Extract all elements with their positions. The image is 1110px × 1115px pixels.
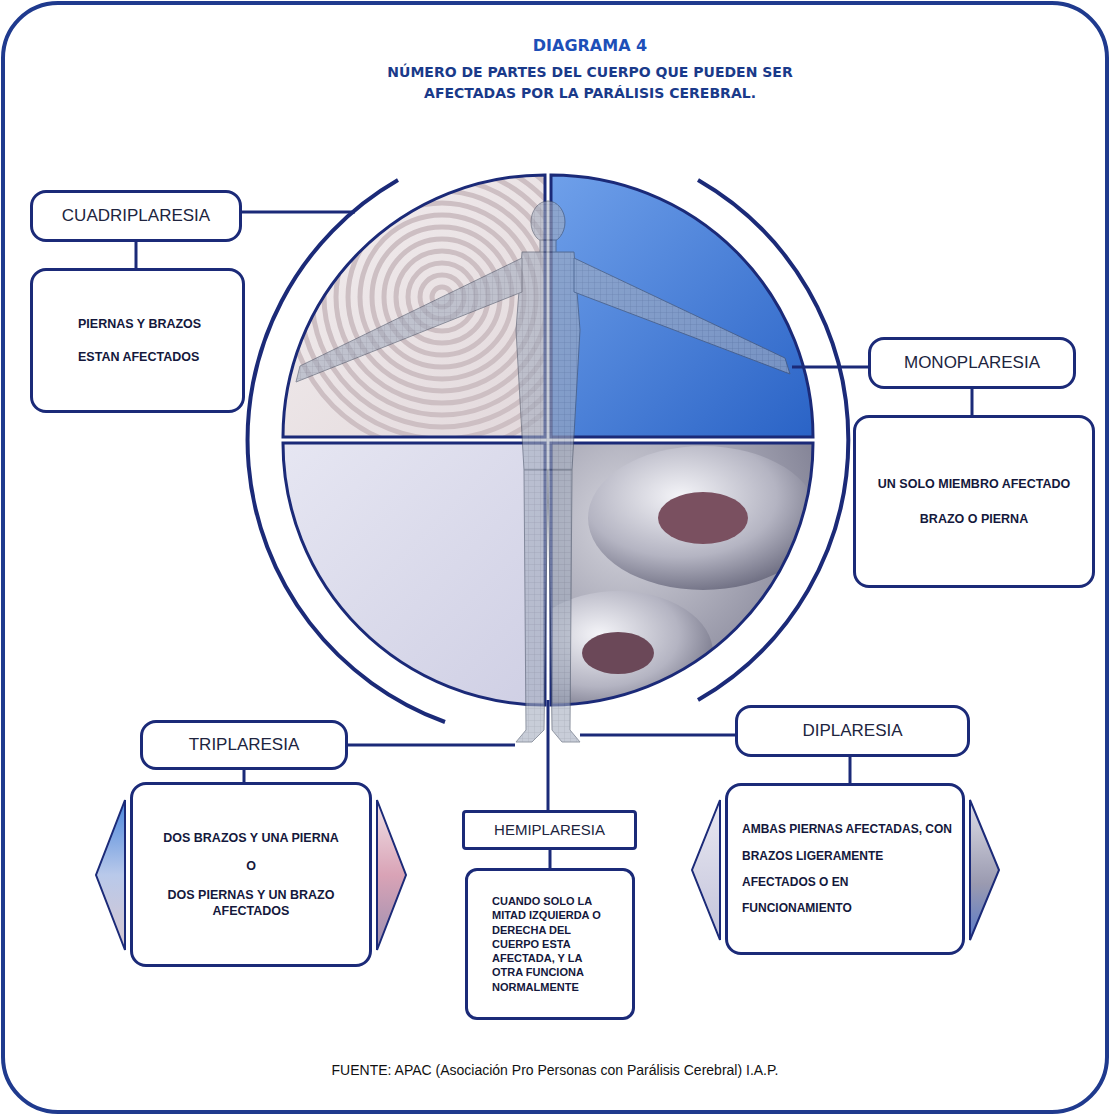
category-box: HEMIPLARESIA	[462, 810, 637, 850]
connector-line	[135, 242, 138, 268]
leader-line	[547, 700, 550, 810]
leader-line	[792, 366, 868, 369]
description-text: AMBAS PIERNAS AFECTADAS, CON BRAZOS LIGE…	[742, 816, 952, 922]
torus-hole	[582, 632, 654, 674]
outer-arc	[248, 180, 445, 722]
triangle-decoration	[96, 800, 125, 950]
diagram-title: DIAGRAMA 4	[390, 36, 790, 55]
diagram-subtitle: NÚMERO DE PARTES DEL CUERPO QUE PUEDEN S…	[368, 62, 812, 104]
description-box: DOS BRAZOS Y UNA PIERNA O DOS PIERNAS Y UN…	[130, 782, 372, 967]
figure-torso	[516, 252, 580, 470]
category-box: CUADRIPLARESIA	[30, 190, 242, 242]
description-box: CUANDO SOLO LA MITAD IZQUIERDA O DERECHA…	[465, 868, 635, 1020]
torus-hole	[658, 492, 748, 544]
torus-shapes	[523, 446, 868, 733]
leader-line	[348, 744, 515, 747]
torus	[588, 446, 818, 590]
category-box: TRIPLARESIA	[140, 720, 348, 770]
description-box: AMBAS PIERNAS AFECTADAS, CON BRAZOS LIGE…	[725, 783, 965, 955]
leader-line	[242, 211, 355, 214]
figure-arm	[574, 258, 790, 374]
category-box: DIPLARESIA	[735, 705, 970, 757]
description-text: CUANDO SOLO LA MITAD IZQUIERDA O DERECHA…	[492, 894, 614, 994]
description-box: UN SOLO MIEMBRO AFECTADO BRAZO O PIERNA	[853, 415, 1095, 588]
figure-leg	[516, 470, 548, 742]
quadrant-outline	[551, 443, 813, 705]
quadrant-top-right	[551, 175, 813, 437]
description-text: UN SOLO MIEMBRO AFECTADO	[866, 476, 1082, 492]
quadrant-fill	[283, 443, 545, 705]
category-label: DIPLARESIA	[748, 720, 957, 742]
category-label: CUADRIPLARESIA	[43, 205, 229, 227]
quadrant-bottom-left	[283, 443, 545, 705]
connector-line	[849, 757, 852, 783]
figure-head	[531, 201, 565, 243]
figure-leg	[548, 470, 580, 742]
leader-line	[580, 734, 735, 737]
category-label: MONOPLARESIA	[881, 352, 1063, 374]
description-text: DOS BRAZOS Y UNA PIERNA	[153, 830, 349, 846]
description-text: PIERNAS Y BRAZOS ESTAN AFECTADOS	[78, 308, 222, 373]
figure-arm	[296, 258, 522, 382]
quadrant-outline	[283, 175, 545, 437]
category-label: HEMIPLARESIA	[475, 820, 624, 840]
description-box: PIERNAS Y BRAZOS ESTAN AFECTADOS	[30, 268, 245, 413]
human-figure	[296, 201, 790, 742]
quadrant-fill	[551, 175, 813, 437]
outer-arc	[698, 180, 848, 700]
triangle-decoration	[970, 800, 999, 940]
triangle-decoration	[377, 800, 406, 950]
description-text: DOS PIERNAS Y UN BRAZO AFECTADOS	[153, 887, 349, 920]
category-box: MONOPLARESIA	[868, 337, 1076, 389]
connector-line	[243, 770, 246, 782]
connector-line	[971, 389, 974, 415]
quadrant-bottom-right	[523, 443, 868, 733]
source-caption: FUENTE: APAC (Asociación Pro Personas co…	[20, 1062, 1090, 1078]
frame	[3, 3, 1107, 1112]
outer-arcs	[248, 180, 849, 722]
connector-line	[549, 850, 552, 868]
description-text: O	[153, 858, 349, 874]
category-label: TRIPLARESIA	[153, 734, 335, 756]
torus-hole	[765, 667, 821, 699]
description-text: BRAZO O PIERNA	[866, 511, 1082, 527]
triangle-decoration	[692, 800, 720, 940]
